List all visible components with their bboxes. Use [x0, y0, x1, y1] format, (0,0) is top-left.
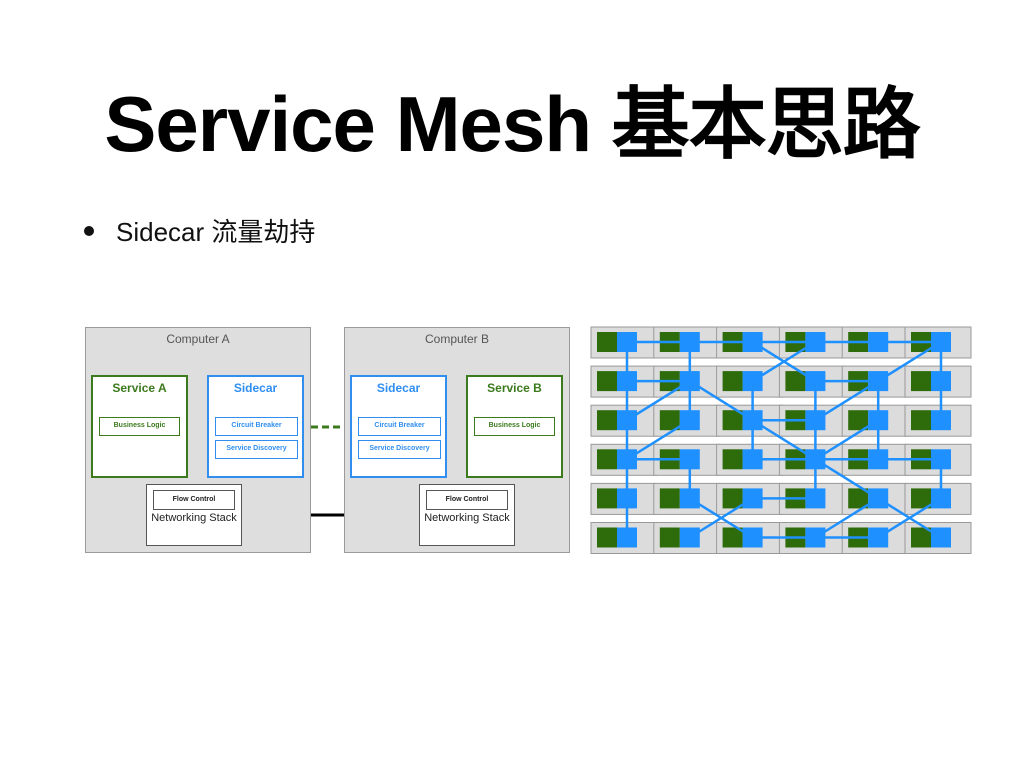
mesh-sidecar-node — [805, 488, 826, 509]
mesh-sidecar-node — [931, 449, 951, 470]
mesh-edge — [751, 419, 817, 461]
service-b: Service B Business Logic — [466, 375, 563, 478]
mesh-sidecar-node — [679, 332, 700, 352]
networking-stack-a: Flow Control Networking Stack — [146, 484, 242, 546]
mesh-edge — [877, 497, 942, 539]
networking-stack-a-label: Networking Stack — [151, 512, 237, 524]
mesh-service-node — [911, 371, 931, 392]
mesh-sidecar-node — [868, 449, 889, 470]
mesh-sidecar-node — [617, 488, 637, 509]
mesh-service-node — [597, 449, 617, 470]
mesh-edge — [877, 340, 942, 383]
mesh-sidecar-node — [679, 371, 700, 392]
business-logic-a: Business Logic — [99, 417, 180, 436]
service-b-title: Service B — [487, 381, 542, 395]
mesh-sidecar-node — [742, 410, 763, 431]
mesh-sidecar-node — [617, 527, 637, 548]
mesh-sidecar-node — [742, 488, 763, 509]
mesh-sidecar-node — [868, 371, 889, 392]
mesh-service-node — [785, 371, 806, 392]
mesh-service-node — [848, 488, 869, 509]
flow-control-a: Flow Control — [153, 490, 235, 510]
mesh-sidecar-node — [868, 488, 889, 509]
service-a-title: Service A — [112, 381, 167, 395]
mesh-service-node — [659, 488, 680, 509]
mesh-edge — [751, 340, 817, 383]
service-discovery-b: Service Discovery — [358, 440, 441, 459]
flow-control-b: Flow Control — [426, 490, 508, 510]
mesh-sidecar-node — [868, 332, 889, 352]
networking-stack-b-label: Networking Stack — [424, 512, 510, 524]
mesh-service-node — [659, 527, 680, 548]
mesh-sidecar-node — [617, 449, 637, 470]
mesh-edge — [689, 380, 754, 422]
mesh-sidecar-node — [742, 371, 763, 392]
mesh-service-node — [848, 410, 869, 431]
mesh-service-node — [722, 371, 743, 392]
mesh-sidecar-node — [805, 332, 826, 352]
mesh-sidecar-node — [805, 371, 826, 392]
mesh-service-node — [722, 488, 743, 509]
mesh-service-node — [722, 527, 743, 548]
service-discovery-a: Service Discovery — [215, 440, 298, 459]
mesh-edge — [814, 380, 879, 422]
mesh-service-node — [911, 527, 931, 548]
mesh-service-node — [597, 527, 617, 548]
mesh-sidecar-node — [931, 488, 951, 509]
computer-b-label: Computer B — [424, 332, 490, 346]
computer-a-label: Computer A — [166, 332, 230, 346]
mesh-edge — [689, 497, 754, 539]
sidecar-a-title: Sidecar — [233, 381, 278, 395]
mesh-sidecar-node — [617, 410, 637, 431]
sidecar-b: Sidecar Circuit Breaker Service Discover… — [350, 375, 447, 478]
mesh-service-node — [597, 410, 617, 431]
mesh-edge — [626, 380, 691, 422]
mesh-sidecar-node — [742, 332, 763, 352]
mesh-service-node — [911, 488, 931, 509]
sidecar-a: Sidecar Circuit Breaker Service Discover… — [207, 375, 304, 478]
mesh-sidecar-node — [931, 332, 951, 352]
mesh-service-node — [597, 488, 617, 509]
bullet-item: Sidecar 流量劫持 — [84, 212, 315, 249]
mesh-service-node — [911, 410, 931, 431]
bullet-text: Sidecar 流量劫持 — [116, 217, 316, 247]
networking-stack-b: Flow Control Networking Stack — [419, 484, 515, 546]
mesh-edge — [814, 497, 879, 539]
mesh-edge — [626, 419, 691, 461]
mesh-edge — [814, 419, 879, 461]
mesh-sidecar-node — [805, 527, 826, 548]
mesh-sidecar-node — [617, 371, 637, 392]
mesh-sidecar-node — [805, 410, 826, 431]
slide-title: Service Mesh 基本思路 — [104, 80, 920, 168]
mesh-edge — [814, 458, 879, 500]
mesh-service-node — [722, 449, 743, 470]
service-a: Service A Business Logic — [91, 375, 188, 478]
mesh-sidecar-node — [931, 371, 951, 392]
mesh-sidecar-node — [679, 449, 700, 470]
mesh-service-node — [597, 332, 617, 352]
mesh-service-node — [597, 371, 617, 392]
mesh-sidecar-node — [931, 410, 951, 431]
business-logic-b: Business Logic — [474, 417, 555, 436]
mesh-service-node — [722, 410, 743, 431]
mesh-sidecar-node — [742, 449, 763, 470]
mesh-sidecar-node — [805, 449, 826, 470]
circuit-breaker-a: Circuit Breaker — [215, 417, 298, 436]
circuit-breaker-b: Circuit Breaker — [358, 417, 441, 436]
mesh-sidecar-node — [679, 527, 700, 548]
bullet-dot-icon — [84, 225, 94, 236]
mesh-sidecar-node — [679, 488, 700, 509]
sidecar-b-title: Sidecar — [376, 381, 421, 395]
mesh-sidecar-node — [742, 527, 763, 548]
mesh-sidecar-node — [868, 410, 889, 431]
mesh-service-node — [659, 410, 680, 431]
mesh-sidecar-node — [931, 527, 951, 548]
mesh-sidecar-node — [679, 410, 700, 431]
mesh-sidecar-node — [617, 332, 637, 352]
mesh-sidecar-node — [868, 527, 889, 548]
